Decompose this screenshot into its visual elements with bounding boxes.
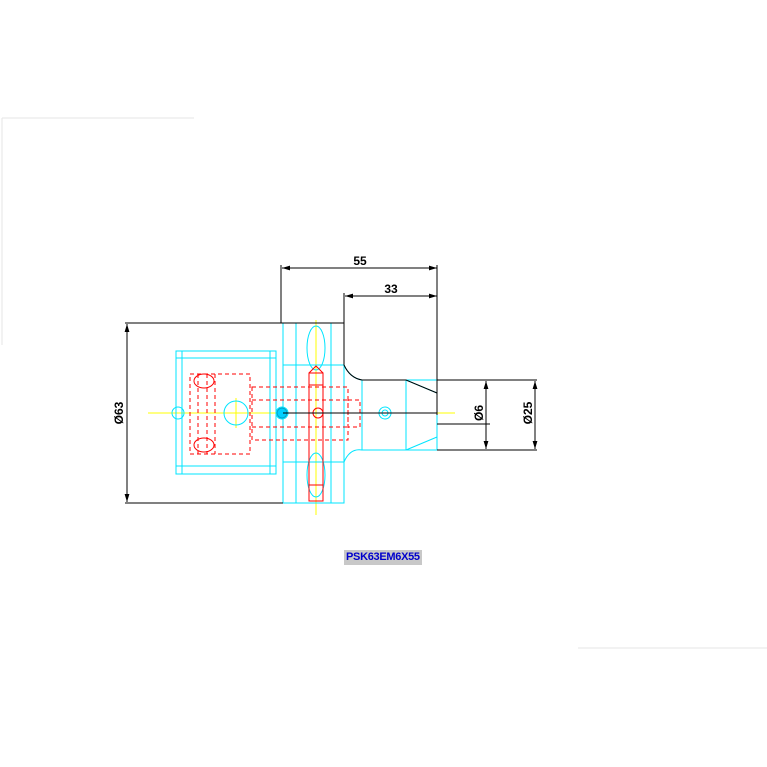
centerlines xyxy=(148,320,455,515)
part-number-label: PSK63EM6X55 xyxy=(344,550,422,565)
outline-lines xyxy=(125,265,537,504)
dimension-33-label: 33 xyxy=(384,282,398,296)
dimension-63-label: Ø63 xyxy=(112,401,126,424)
clamp-screws xyxy=(193,365,324,502)
dimension-6-label: Ø6 xyxy=(472,405,486,421)
dimension-55-label: 55 xyxy=(353,254,367,268)
hidden-lines xyxy=(189,373,361,455)
sheet-frame xyxy=(1,117,767,649)
dimension-25-label: Ø25 xyxy=(521,401,535,424)
dimension-lines xyxy=(124,265,538,502)
